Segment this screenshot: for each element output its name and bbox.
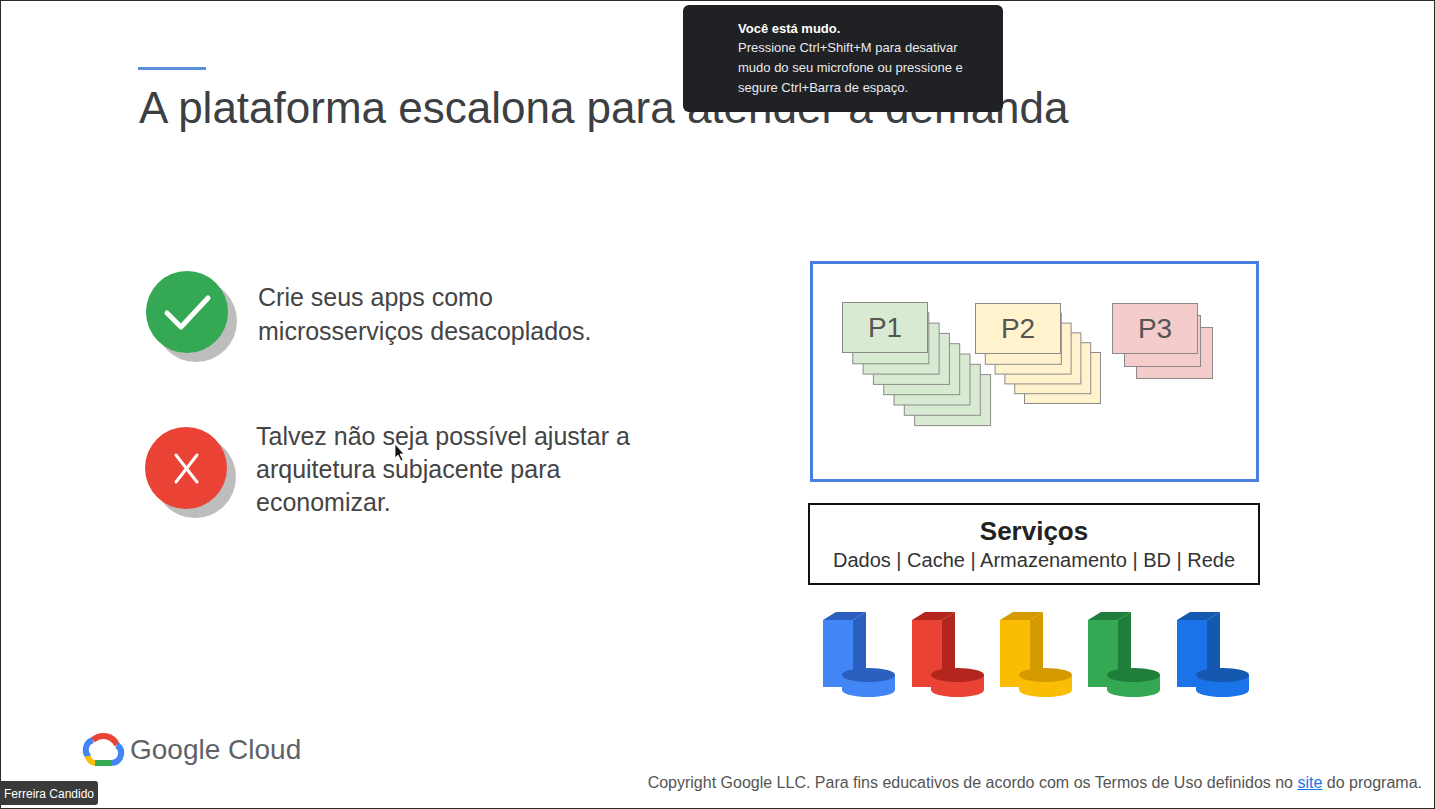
process-card: P3 — [1112, 303, 1198, 354]
participant-tag: Ferreira Candido — [0, 781, 98, 805]
process-card: P1 — [842, 302, 928, 353]
title-accent — [138, 67, 206, 70]
cylinder-bottom — [1196, 683, 1249, 697]
participant-name: Ferreira Candido — [4, 787, 94, 801]
toast-body: Pressione Ctrl+Shift+M para desativar mu… — [738, 38, 991, 98]
copyright-footer: Copyright Google LLC. Para fins educativ… — [648, 772, 1422, 794]
cylinder-top — [1196, 668, 1249, 682]
process-card: P2 — [975, 303, 1061, 354]
card-label: P1 — [843, 303, 927, 352]
cylinder-bottom — [1107, 683, 1160, 697]
block-top — [1088, 612, 1131, 620]
bullet-text: Crie seus apps como microsserviços desac… — [258, 280, 653, 348]
mute-toast: Você está mudo.Pressione Ctrl+Shift+M pa… — [683, 5, 1003, 112]
box-heading: Serviços — [818, 515, 1250, 547]
cylinder-bottom — [931, 683, 984, 697]
cylinder-bottom — [842, 683, 895, 697]
card-label: P2 — [976, 304, 1060, 353]
block-top — [1177, 612, 1220, 620]
storage-icons — [823, 612, 1249, 697]
cross-circle — [145, 427, 227, 509]
site-link: site — [1297, 774, 1322, 791]
cylinder-bottom — [1019, 683, 1072, 697]
cylinder-top — [931, 668, 984, 682]
copyright-text: Copyright Google LLC. Para fins educativ… — [648, 774, 1293, 791]
check-circle — [146, 271, 228, 353]
card-label: P3 — [1113, 304, 1197, 353]
cylinder-top — [1019, 668, 1072, 682]
toast-heading: Você está mudo. — [738, 19, 991, 38]
bullet-text: Talvez não seja possível ajustar a arqui… — [256, 420, 661, 519]
logo-text: Google Cloud — [130, 733, 301, 767]
cylinder-top — [842, 668, 895, 682]
check-mark — [167, 298, 208, 327]
cross-mark — [176, 455, 197, 482]
box-body: Dados | Cache | Armazenamento | BD | Red… — [818, 547, 1250, 573]
cylinder-top — [1107, 668, 1160, 682]
block-top — [823, 612, 866, 620]
google-cloud-logo — [86, 736, 121, 763]
block-top — [912, 612, 955, 620]
block-top — [1000, 612, 1043, 620]
copyright-text: do programa. — [1327, 774, 1422, 791]
services-box: ServiçosDados | Cache | Armazenamento | … — [808, 503, 1260, 585]
container-box — [812, 263, 1258, 481]
